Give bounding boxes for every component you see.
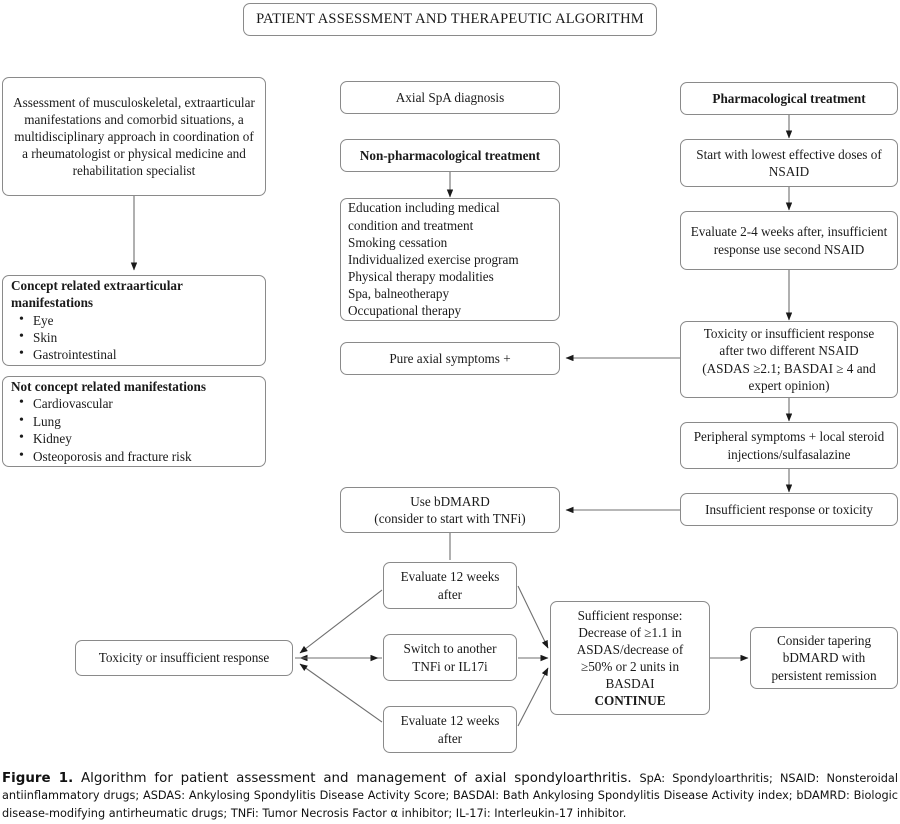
start-nsaid-text: Start with lowest effective doses of NSA… <box>696 146 882 179</box>
edge-evaluate-bottom-to-sufficient <box>517 667 549 727</box>
evaluate-12-weeks-bottom-box: Evaluate 12 weeks after <box>383 706 517 753</box>
edge-evaluate-bottom-to-toxicity <box>299 663 383 723</box>
use-bdmard-box: Use bDMARD (consider to start with TNFi) <box>340 487 560 533</box>
sufficient-response-box: Sufficient response: Decrease of ≥1.1 in… <box>550 601 710 715</box>
consider-tapering-box: Consider tapering bDMARD with persistent… <box>750 627 898 689</box>
pure-axial-text: Pure axial symptoms + <box>389 350 511 366</box>
peripheral-text: Peripheral symptoms + local steroid inje… <box>693 429 885 462</box>
peripheral-symptoms-box: Peripheral symptoms + local steroid inje… <box>680 422 898 469</box>
list-item: Lung <box>19 412 192 431</box>
taper-line1: Consider tapering <box>776 633 872 649</box>
edge-evaluate-top-to-sufficient <box>517 585 549 649</box>
list-item: Kidney <box>19 429 192 448</box>
toxicity-two-nsaid-box: Toxicity or insufficient response after … <box>680 321 898 398</box>
non-pharm-item: Smoking cessation <box>348 234 448 250</box>
sufficient-line3: ASDAS/decrease of <box>576 641 684 657</box>
sufficient-line5: BASDAI <box>605 676 655 692</box>
start-nsaid-box: Start with lowest effective doses of NSA… <box>680 139 898 187</box>
sufficient-line2: Decrease of ≥1.1 in <box>578 624 682 640</box>
non-pharmacological-treatment-box: Non-pharmacological treatment <box>340 139 560 172</box>
evaluate-12-weeks-top-box: Evaluate 12 weeks after <box>383 562 517 609</box>
edge-evaluate-top-to-toxicity <box>299 589 383 654</box>
title-text: PATIENT ASSESSMENT AND THERAPEUTIC ALGOR… <box>256 11 644 28</box>
non-pharm-item: condition and treatment <box>348 217 474 233</box>
title-box: PATIENT ASSESSMENT AND THERAPEUTIC ALGOR… <box>243 3 657 36</box>
toxicity-two-nsaid-line4: expert opinion) <box>748 377 830 393</box>
evaluate-bottom-line2: after <box>437 730 463 746</box>
caption-label: Figure 1. <box>2 771 74 786</box>
not-concept-related-box: Not concept related manifestations Cardi… <box>2 376 266 467</box>
pharm-heading: Pharmacological treatment <box>712 90 866 106</box>
list-item: Eye <box>19 311 117 330</box>
caption-abbreviations: SpA: Spondyloarthritis; NSAID: Nonsteroi… <box>2 772 898 820</box>
non-pharm-item: Spa, balneotherapy <box>348 286 450 302</box>
insufficient-response-toxicity-box: Insufficient response or toxicity <box>680 493 898 526</box>
list-item: Skin <box>19 328 117 347</box>
list-item: Osteoporosis and fracture risk <box>19 446 192 465</box>
list-item: Gastrointestinal <box>19 345 116 364</box>
switch-tnfi-il17i-box: Switch to another TNFi or IL17i <box>383 634 517 681</box>
toxicity-two-nsaid-line1: Toxicity or insufficient response <box>703 326 875 342</box>
toxicity-two-nsaid-line3: (ASDAS ≥2.1; BASDAI ≥ 4 and <box>702 360 876 376</box>
toxicity-or-insufficient-response-box: Toxicity or insufficient response <box>75 640 293 676</box>
axial-spa-diagnosis-box: Axial SpA diagnosis <box>340 81 560 114</box>
caption-main-line: Figure 1. Algorithm for patient assessme… <box>2 770 898 822</box>
switch-line1: Switch to another <box>403 641 497 657</box>
evaluate-top-line2: after <box>437 586 463 602</box>
pure-axial-symptoms-box: Pure axial symptoms + <box>340 342 560 375</box>
use-bdmard-line2: (consider to start with TNFi) <box>374 511 526 526</box>
evaluate-nsaid-text: Evaluate 2-4 weeks after, insufficient r… <box>690 224 888 257</box>
non-pharm-item: Individualized exercise program <box>348 251 519 267</box>
list-item: Cardiovascular <box>19 394 192 413</box>
caption-main-text: Algorithm for patient assessment and man… <box>81 771 632 786</box>
toxicity-two-nsaid-line2: after two different NSAID <box>719 343 859 359</box>
sufficient-continue: CONTINUE <box>594 693 666 709</box>
concept-related-heading: Concept related extraarticular manifesta… <box>11 278 183 311</box>
assessment-text: Assessment of musculoskeletal, extraarti… <box>13 94 255 179</box>
assessment-box: Assessment of musculoskeletal, extraarti… <box>2 77 266 196</box>
taper-line3: persistent remission <box>771 667 877 683</box>
diagnosis-text: Axial SpA diagnosis <box>395 89 505 105</box>
non-pharm-item: Education including medical <box>348 200 500 216</box>
taper-line2: bDMARD with <box>782 650 866 666</box>
not-concept-related-heading: Not concept related manifestations <box>11 379 206 395</box>
sufficient-line1: Sufficient response: <box>577 607 683 623</box>
pharmacological-treatment-box: Pharmacological treatment <box>680 82 898 115</box>
non-pharm-heading: Non-pharmacological treatment <box>359 147 541 163</box>
use-bdmard-line1: Use bDMARD <box>410 493 490 509</box>
non-pharmacological-measures-box: Education including medical condition an… <box>340 198 560 321</box>
switch-line2: TNFi or IL17i <box>412 658 488 674</box>
non-pharm-item: Physical therapy modalities <box>348 269 494 285</box>
insufficient-response-text: Insufficient response or toxicity <box>705 501 873 517</box>
evaluate-bottom-line1: Evaluate 12 weeks <box>400 713 500 729</box>
figure-caption: Figure 1. Algorithm for patient assessme… <box>2 770 898 822</box>
sufficient-line4: ≥50% or 2 units in <box>580 659 680 674</box>
toxicity-insufficient-text: Toxicity or insufficient response <box>98 650 270 666</box>
non-pharm-item: Occupational therapy <box>348 303 462 319</box>
evaluate-nsaid-box: Evaluate 2-4 weeks after, insufficient r… <box>680 211 898 270</box>
evaluate-top-line1: Evaluate 12 weeks <box>400 569 500 585</box>
concept-related-box: Concept related extraarticular manifesta… <box>2 275 266 366</box>
concept-related-list: Eye Skin Gastrointestinal <box>11 311 117 365</box>
not-concept-related-list: Cardiovascular Lung Kidney Osteoporosis … <box>11 394 192 465</box>
